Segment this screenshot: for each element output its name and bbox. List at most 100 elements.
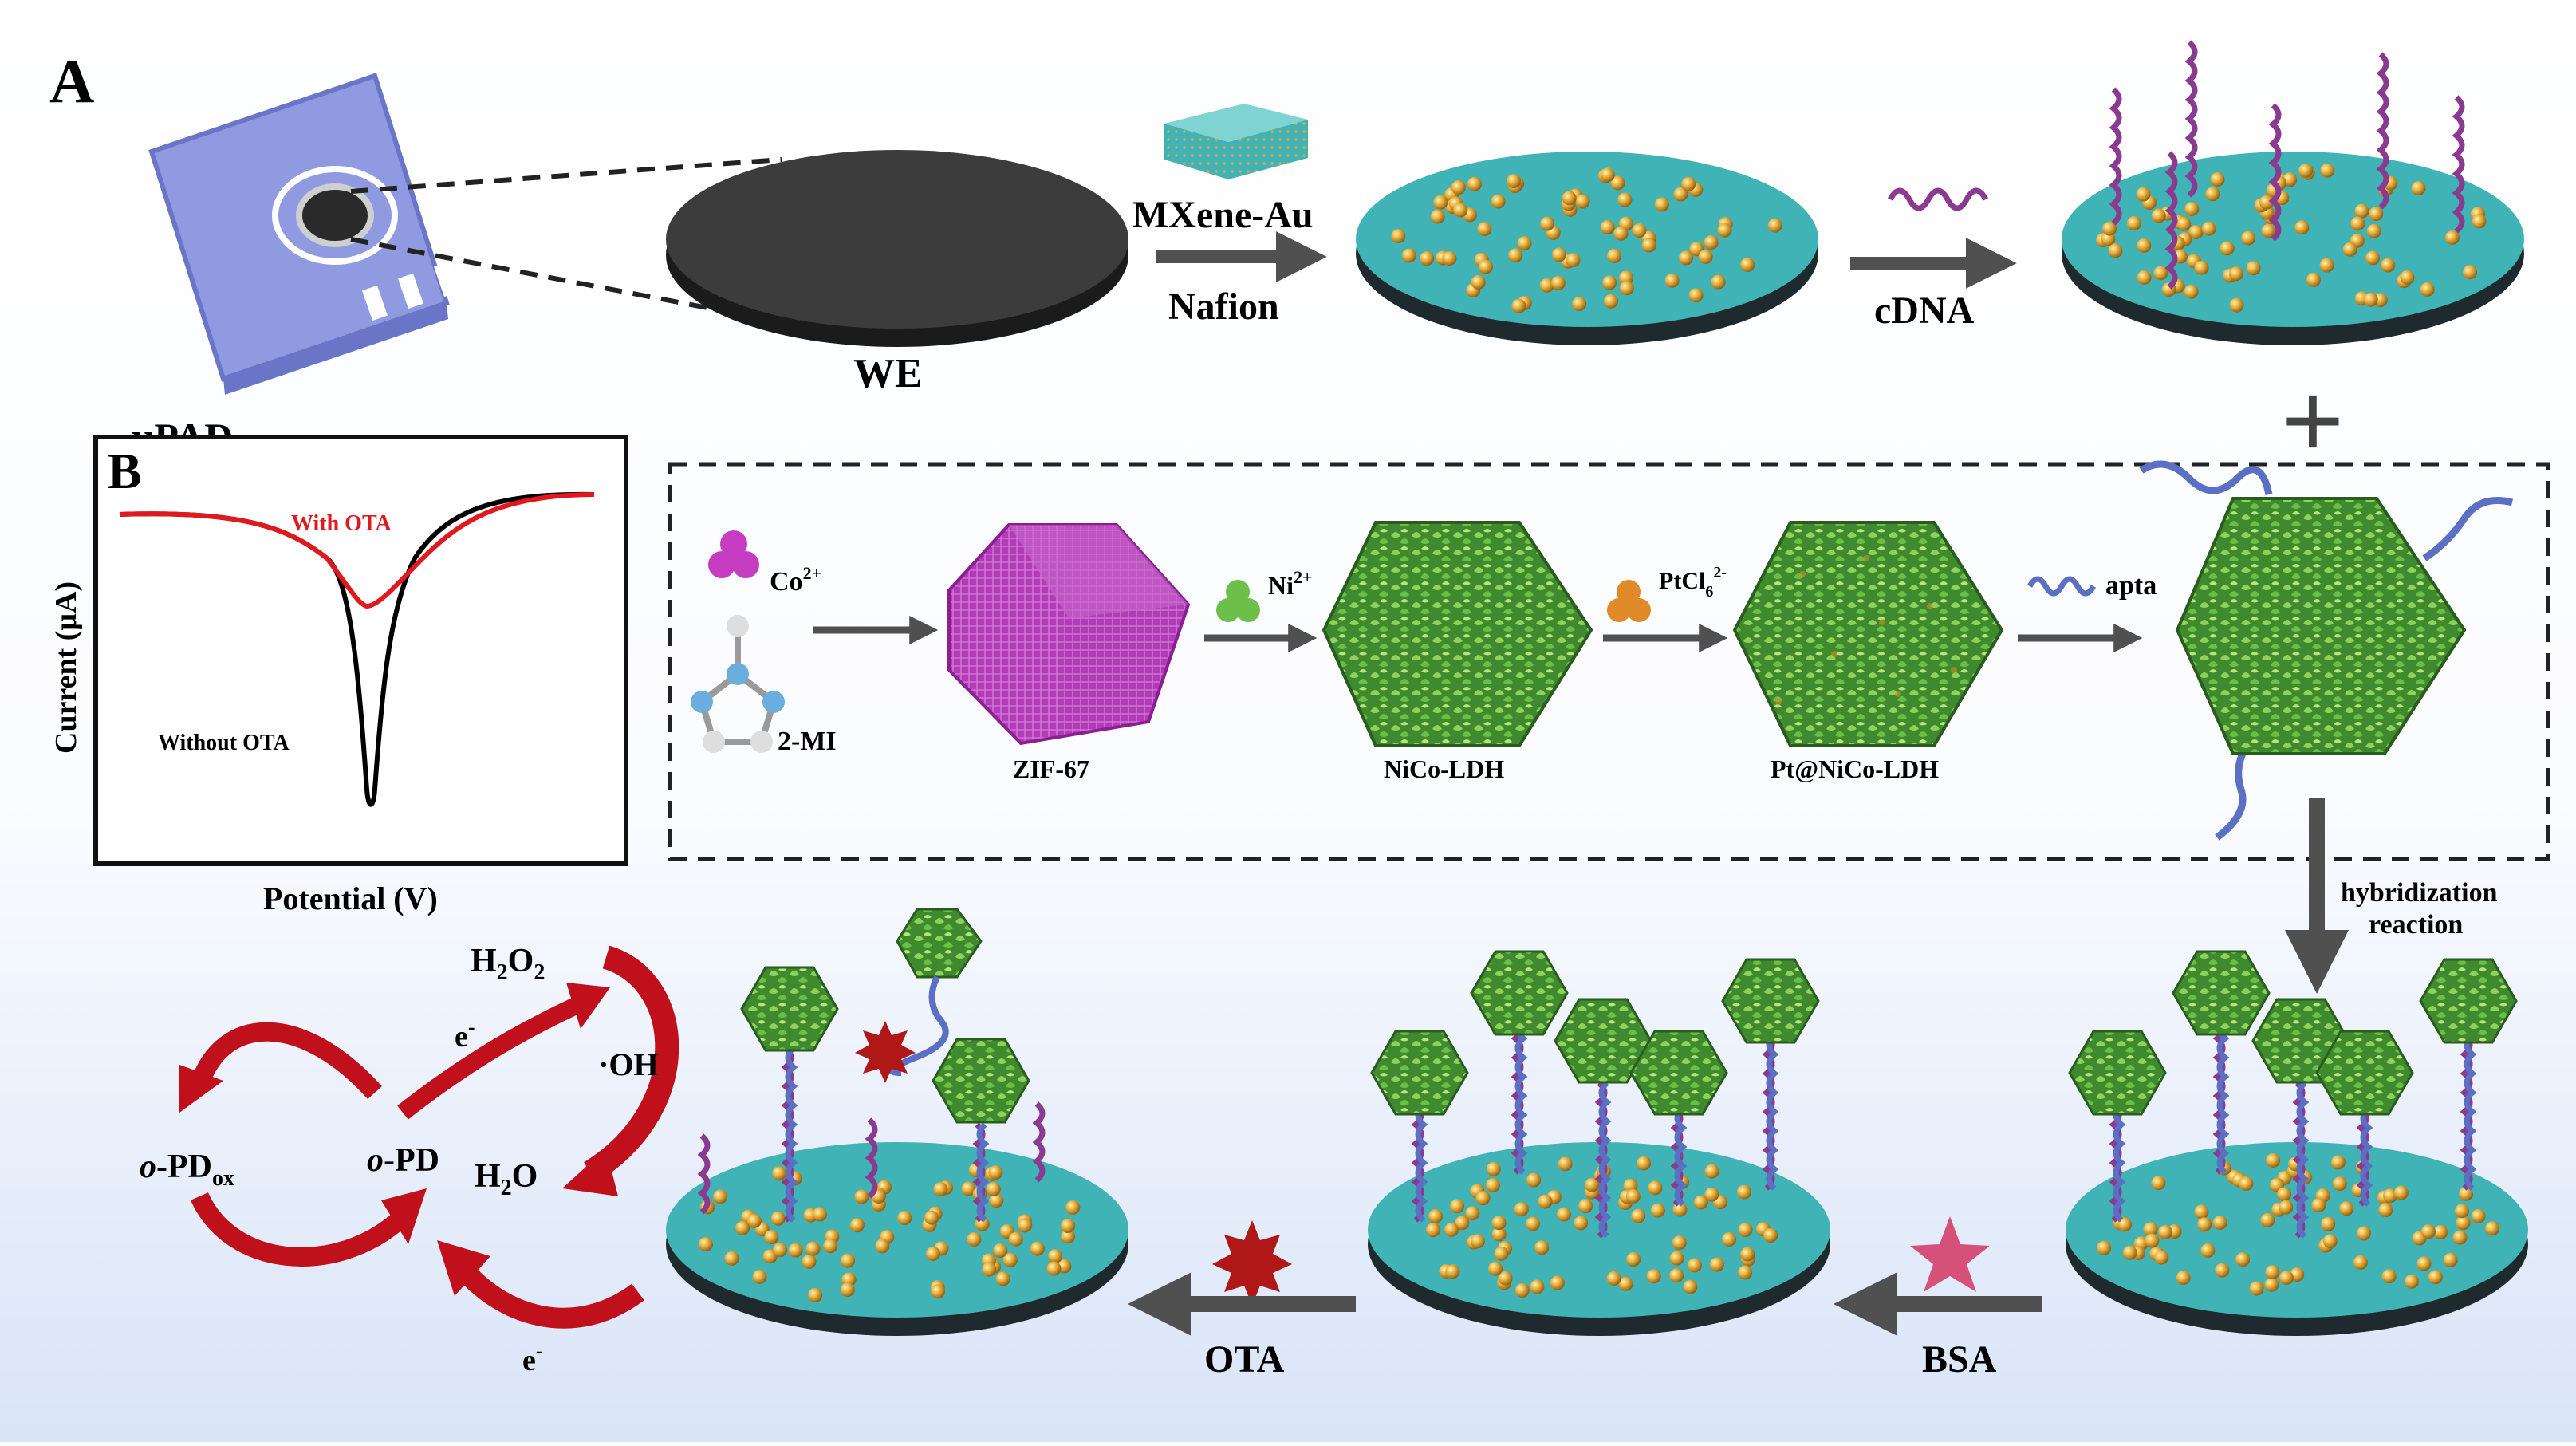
gold-nanoparticle bbox=[2151, 208, 2166, 223]
gold-nanoparticle bbox=[1430, 209, 1445, 224]
gold-nanoparticle bbox=[713, 1189, 728, 1204]
graph-frame bbox=[93, 435, 628, 866]
aptamer-strand bbox=[1766, 1033, 1779, 1191]
gold-nanoparticle bbox=[1737, 1184, 1752, 1200]
upad-device bbox=[148, 73, 459, 395]
aptamer-strand bbox=[2216, 1017, 2230, 1175]
gold-nanoparticle bbox=[1717, 223, 1732, 238]
gold-nanoparticle bbox=[2210, 172, 2225, 187]
gold-nanoparticle bbox=[995, 1271, 1010, 1286]
gold-nanoparticle bbox=[2444, 230, 2460, 245]
hybridized-probes bbox=[1370, 950, 1820, 1239]
gold-nanoparticle bbox=[2404, 1274, 2419, 1289]
gold-nanoparticle bbox=[2143, 1222, 2158, 1237]
gold-nanoparticle bbox=[2205, 187, 2220, 202]
gold-nanoparticle bbox=[849, 1218, 865, 1233]
gold-nanoparticle bbox=[788, 1243, 803, 1258]
hybridization-line1: hybridization bbox=[2341, 878, 2498, 908]
gold-nanoparticle bbox=[993, 1243, 1008, 1258]
cdna-strand bbox=[1670, 1106, 1684, 1207]
gold-nanoparticle bbox=[724, 1251, 739, 1266]
gold-nanoparticle bbox=[1688, 288, 1704, 303]
gold-nanoparticle bbox=[1420, 251, 1435, 266]
zif-67-crystal bbox=[947, 523, 1191, 746]
gold-nanoparticle bbox=[1491, 1216, 1507, 1231]
free-cdna-strand bbox=[865, 1117, 878, 1199]
gold-nanoparticle bbox=[961, 1181, 976, 1196]
legend-without-ota: Without OTA bbox=[158, 731, 290, 755]
aptamer-probe-particle bbox=[2139, 460, 2514, 841]
gold-nanoparticle bbox=[2239, 1176, 2254, 1192]
cdna-strand bbox=[2452, 95, 2465, 234]
gold-nanoparticle bbox=[813, 1207, 828, 1222]
gold-nanoparticle bbox=[1738, 1223, 1753, 1238]
cdna-strand-icon bbox=[1887, 187, 1989, 211]
gold-nanoparticle bbox=[1453, 203, 1468, 218]
gold-nanoparticle bbox=[967, 1231, 982, 1247]
gold-nanoparticle bbox=[1681, 176, 1696, 191]
legend-with-ota: With OTA bbox=[291, 511, 392, 536]
gold-nanoparticle bbox=[2472, 214, 2487, 229]
gold-nanoparticle bbox=[1061, 1229, 1076, 1244]
gold-nanoparticle bbox=[2485, 1221, 2500, 1236]
gold-nanoparticle bbox=[2188, 224, 2204, 239]
gold-nanoparticle bbox=[2259, 195, 2274, 210]
gold-nanoparticle bbox=[1618, 270, 1633, 286]
gold-nanoparticle bbox=[2378, 1202, 2393, 1217]
gold-nanoparticle bbox=[1650, 1203, 1665, 1218]
aptamer-strand bbox=[1598, 1081, 1612, 1239]
aptamer-strand bbox=[2113, 1103, 2126, 1223]
gold-nanoparticle bbox=[2350, 216, 2365, 231]
gold-nanoparticle bbox=[2184, 284, 2199, 299]
pt-nico-ldh-probe bbox=[2068, 1030, 2167, 1116]
gold-nanoparticle bbox=[2277, 1187, 2292, 1202]
gold-nanoparticle bbox=[1600, 167, 1615, 183]
gold-nanoparticle bbox=[1625, 1188, 1641, 1204]
gold-nanoparticle bbox=[764, 1230, 779, 1245]
cdna-strand bbox=[2376, 52, 2389, 210]
free-cdna-strand bbox=[1032, 1101, 1046, 1183]
aptamer-strand bbox=[1415, 1103, 1428, 1223]
gold-nanoparticles bbox=[698, 1163, 1081, 1302]
gold-nanoparticle bbox=[1508, 248, 1523, 263]
gold-nanoparticle bbox=[2184, 201, 2200, 216]
gold-nanoparticles bbox=[1391, 167, 1782, 313]
gold-nanoparticle bbox=[875, 1239, 890, 1254]
gold-nanoparticle bbox=[1491, 1227, 1507, 1242]
ota-molecule-icon bbox=[1212, 1220, 1292, 1306]
gold-nanoparticle bbox=[2363, 292, 2378, 307]
gold-nanoparticle bbox=[2322, 1234, 2338, 1249]
gold-nanoparticle bbox=[1704, 1187, 1719, 1202]
gold-nanoparticle bbox=[2411, 180, 2426, 195]
released-probe-ota-complex bbox=[855, 908, 983, 1083]
gold-nanoparticle bbox=[1646, 1269, 1661, 1284]
gold-nanoparticle bbox=[2452, 1230, 2468, 1245]
ni-ions bbox=[1216, 580, 1260, 622]
gold-nanoparticle bbox=[2212, 1215, 2227, 1230]
hybridized-probes bbox=[2068, 950, 2518, 1239]
gold-nanoparticle bbox=[2454, 1204, 2469, 1219]
gold-nanoparticle bbox=[2393, 1185, 2409, 1200]
gold-nanoparticle bbox=[2357, 1226, 2372, 1241]
pt-ions bbox=[1607, 580, 1651, 622]
gold-nanoparticle bbox=[1046, 1261, 1062, 1276]
cdna-strand bbox=[2356, 1106, 2369, 1207]
pt-nico-ldh-probe bbox=[1470, 950, 1569, 1036]
hydroxyl-radical-label: ·OH bbox=[598, 1046, 659, 1082]
gold-nanoparticle bbox=[2102, 221, 2117, 236]
gold-nanoparticle bbox=[2117, 1217, 2133, 1232]
gold-nanoparticle bbox=[2126, 216, 2141, 231]
gold-nanoparticle bbox=[752, 1269, 767, 1284]
gold-nanoparticle bbox=[2456, 1216, 2471, 1231]
aptamer-strand bbox=[2464, 1033, 2477, 1191]
gold-nanoparticle bbox=[2366, 223, 2381, 238]
gold-nanoparticle bbox=[1550, 275, 1566, 290]
gold-nanoparticle bbox=[1669, 1268, 1684, 1283]
gold-nanoparticle bbox=[982, 1262, 997, 1277]
gold-nanoparticle bbox=[1551, 247, 1566, 262]
hybridization-line2: reaction bbox=[2369, 910, 2463, 940]
gold-nanoparticle bbox=[1585, 1177, 1600, 1192]
gold-nanoparticle bbox=[1632, 223, 1647, 238]
gold-nanoparticle bbox=[1494, 1246, 1509, 1261]
